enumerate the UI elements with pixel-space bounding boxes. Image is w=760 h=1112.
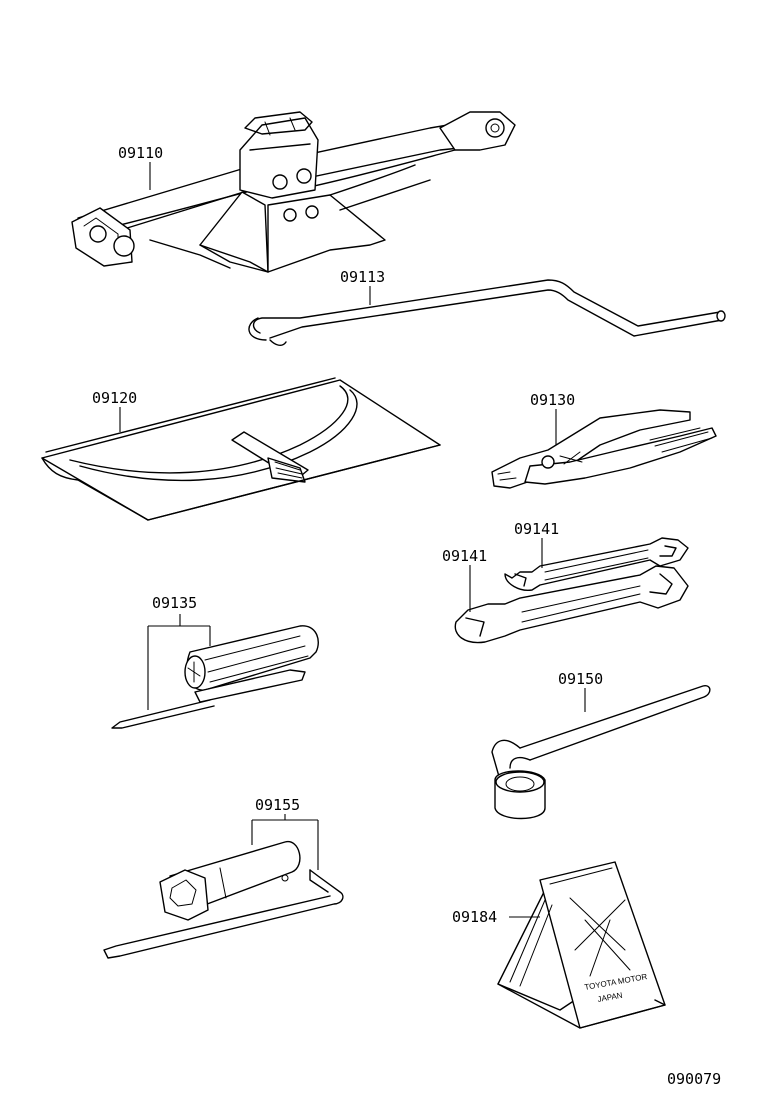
screwdriver-icon xyxy=(111,625,319,729)
jack-handle-rod-icon xyxy=(248,279,726,347)
part-label-jack-handle: 09113 xyxy=(340,268,385,286)
leader-bracket xyxy=(251,814,319,870)
spark-plug-wrench-icon xyxy=(103,841,344,959)
diagram-ref-number: 090079 xyxy=(667,1070,721,1088)
lug-wrench-icon xyxy=(491,685,711,820)
leader-bracket xyxy=(147,614,211,710)
part-label-plug-wrench: 09155 xyxy=(255,796,300,814)
part-label-wrench-upper: 09141 xyxy=(514,520,559,538)
open-end-wrench-icon xyxy=(454,565,689,644)
part-label-pliers: 09130 xyxy=(530,391,575,409)
part-label-lug-wrench: 09150 xyxy=(558,670,603,688)
stamp-line-2: JAPAN xyxy=(597,991,624,1004)
part-label-jack: 09110 xyxy=(118,144,163,162)
part-label-screwdriver: 09135 xyxy=(152,594,197,612)
open-end-wrench-icon xyxy=(504,537,689,591)
pliers-icon xyxy=(491,409,717,489)
tool-bag-icon xyxy=(41,377,441,521)
part-label-tool-bag: 09120 xyxy=(92,389,137,407)
part-label-wrench-lower: 09141 xyxy=(442,547,487,565)
scissor-jack-icon xyxy=(71,111,516,273)
wheel-chock-icon xyxy=(497,861,666,1029)
part-label-warning-triangle: 09184 xyxy=(452,908,497,926)
